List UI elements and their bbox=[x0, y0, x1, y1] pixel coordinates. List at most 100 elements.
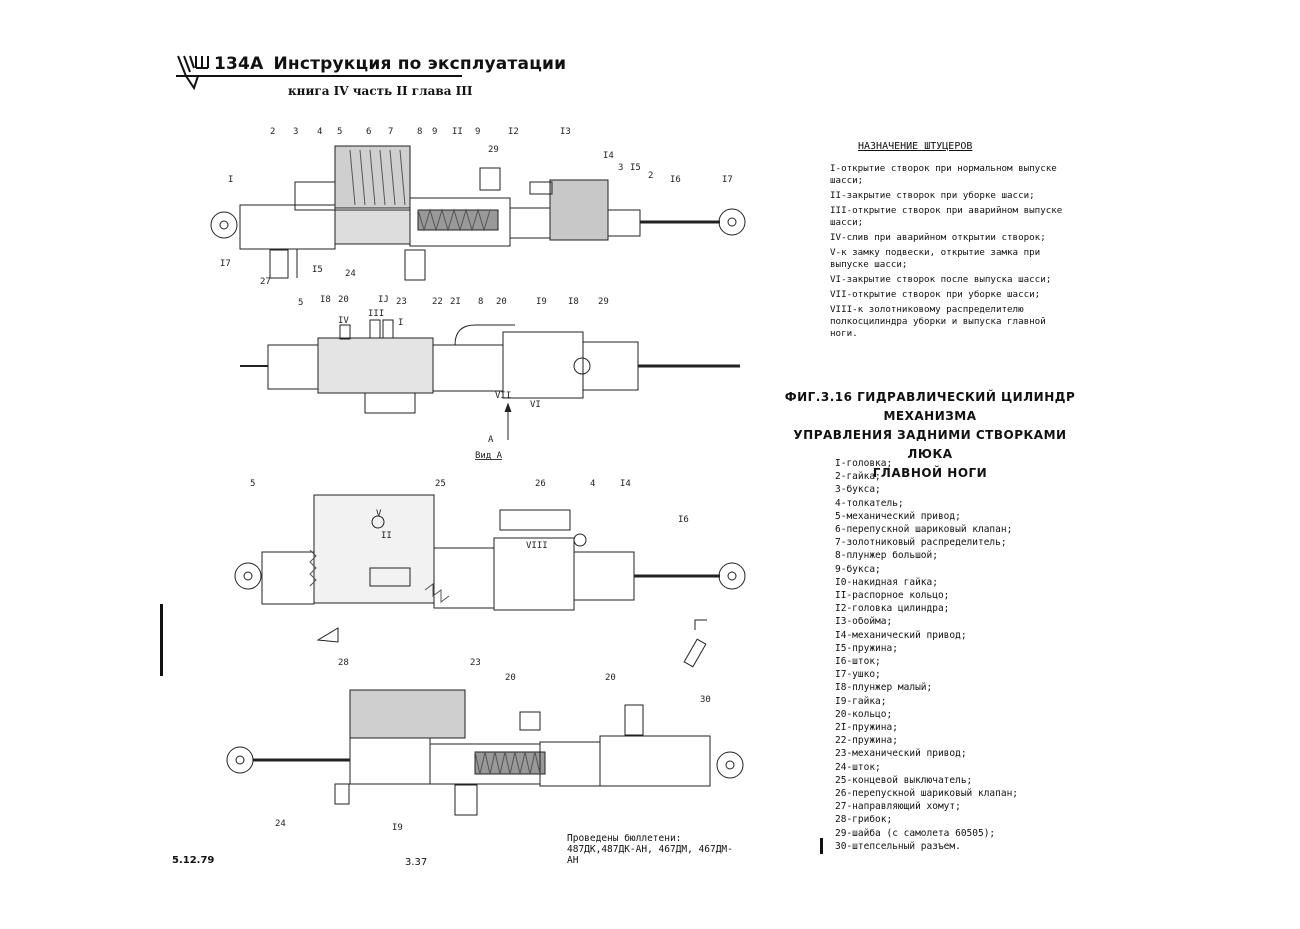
bulletin-note: Проведены бюллетени: 487ДК,487ДК-АН, 467… bbox=[567, 833, 733, 866]
svg-text:I4: I4 bbox=[603, 151, 614, 161]
fitting-item: II-закрытие створок при уборке шасси; bbox=[830, 190, 1035, 201]
manual-title: Инструкция по эксплуатации bbox=[273, 54, 567, 74]
part-item: I8-плунжер малый; bbox=[835, 682, 933, 694]
fitting-item: VIII-к золотниковому распределителю полк… bbox=[830, 304, 1052, 339]
parts-list: I-головка; 2-гайка; 3-букса; 4-толкатель… bbox=[835, 457, 1095, 853]
svg-text:4: 4 bbox=[590, 479, 595, 489]
svg-text:23: 23 bbox=[470, 658, 481, 668]
svg-text:24: 24 bbox=[345, 269, 356, 279]
svg-text:4: 4 bbox=[317, 127, 322, 137]
figure-caption-line: ГЛАВНОЙ НОГИ bbox=[872, 466, 988, 480]
part-item: 2-гайка; bbox=[835, 471, 881, 483]
part-item: 22-пружина; bbox=[835, 735, 898, 747]
svg-text:26: 26 bbox=[535, 479, 546, 489]
svg-text:20: 20 bbox=[496, 297, 507, 307]
figure-caption-line: УПРАВЛЕНИЯ ЗАДНИМИ СТВОРКАМИ ЛЮКА bbox=[793, 428, 1067, 461]
fitting-item: I-открытие створок при нормальном выпуск… bbox=[830, 163, 1063, 186]
part-item: 9-букса; bbox=[835, 563, 881, 575]
svg-text:5: 5 bbox=[298, 298, 303, 308]
svg-text:3: 3 bbox=[293, 127, 298, 137]
svg-text:I2: I2 bbox=[508, 127, 519, 137]
svg-text:I: I bbox=[228, 175, 233, 185]
svg-text:VIII: VIII bbox=[526, 541, 548, 551]
page-number: 3.37 bbox=[405, 857, 428, 868]
part-item: 26-перепускной шариковый клапан; bbox=[835, 788, 1019, 800]
svg-text:IV: IV bbox=[338, 316, 349, 326]
svg-text:I5: I5 bbox=[630, 163, 641, 173]
part-item: 6-перепускной шариковый клапан; bbox=[835, 524, 1013, 536]
svg-text:6: 6 bbox=[366, 127, 371, 137]
svg-text:23: 23 bbox=[396, 297, 407, 307]
part-item: 3-букса; bbox=[835, 484, 881, 496]
fitting-item: V-к замку подвески, открытие замка при в… bbox=[830, 247, 1046, 270]
figure-caption-line: ФИГ.3.16 ГИДРАВЛИЧЕСКИЙ ЦИЛИНДР МЕХАНИЗМ… bbox=[784, 390, 1076, 423]
svg-text:2I: 2I bbox=[450, 297, 461, 307]
aircraft-model: 134А bbox=[214, 54, 264, 74]
svg-text:28: 28 bbox=[338, 658, 349, 668]
part-item: I0-накидная гайка; bbox=[835, 576, 938, 588]
part-item: 29-шайба (с самолета 60505); bbox=[835, 827, 996, 839]
svg-text:27: 27 bbox=[260, 277, 271, 287]
svg-text:VI: VI bbox=[530, 400, 541, 410]
svg-text:24: 24 bbox=[275, 819, 286, 829]
part-item: I3-обойма; bbox=[835, 616, 893, 628]
svg-text:I4: I4 bbox=[620, 479, 631, 489]
fitting-item: VI-закрытие створок после выпуска шасси; bbox=[830, 274, 1052, 285]
fittings-list: I-открытие створок при нормальном выпуск… bbox=[830, 163, 1070, 343]
svg-text:2: 2 bbox=[648, 171, 653, 181]
document-title: 134А Инструкция по эксплуатации bbox=[214, 54, 566, 74]
svg-text:3: 3 bbox=[618, 163, 623, 173]
svg-text:5: 5 bbox=[250, 479, 255, 489]
svg-text:III: III bbox=[368, 309, 384, 319]
svg-text:IJ: IJ bbox=[378, 295, 389, 305]
svg-text:8: 8 bbox=[417, 127, 422, 137]
part-item: 8-плунжер большой; bbox=[835, 550, 938, 562]
part-item: 2I-пружина; bbox=[835, 722, 898, 734]
part-item: 4-толкатель; bbox=[835, 497, 904, 509]
svg-text:I6: I6 bbox=[670, 175, 681, 185]
svg-text:II: II bbox=[452, 127, 463, 137]
svg-text:9: 9 bbox=[432, 127, 437, 137]
part-item: I2-головка цилиндра; bbox=[835, 603, 950, 615]
svg-text:20: 20 bbox=[338, 295, 349, 305]
svg-text:2: 2 bbox=[270, 127, 275, 137]
svg-text:30: 30 bbox=[700, 695, 711, 705]
part-item: 27-направляющий хомут; bbox=[835, 801, 961, 813]
part-item: I6-шток; bbox=[835, 656, 881, 668]
fittings-title: НАЗНАЧЕНИЕ ШТУЦЕРОВ bbox=[858, 141, 973, 152]
svg-text:7: 7 bbox=[388, 127, 393, 137]
fitting-item: III-открытие створок при аварийном выпус… bbox=[830, 205, 1068, 228]
part-item: 25-концевой выключатель; bbox=[835, 774, 973, 786]
footer-date: 5.12.79 bbox=[172, 855, 215, 866]
document-subtitle: книга IV часть II глава III bbox=[288, 84, 473, 98]
svg-text:8: 8 bbox=[478, 297, 483, 307]
revision-bar bbox=[160, 604, 163, 676]
svg-text:25: 25 bbox=[435, 479, 446, 489]
part-item: I9-гайка; bbox=[835, 695, 887, 707]
svg-text:I7: I7 bbox=[722, 175, 733, 185]
svg-text:VII: VII bbox=[495, 391, 511, 401]
part-item: II-распорное кольцо; bbox=[835, 590, 950, 602]
manufacturer-logo bbox=[177, 55, 209, 90]
svg-text:20: 20 bbox=[605, 673, 616, 683]
fitting-item: VII-открытие створок при уборке шасси; bbox=[830, 289, 1041, 300]
svg-text:V: V bbox=[376, 509, 382, 519]
svg-text:20: 20 bbox=[505, 673, 516, 683]
svg-text:I6: I6 bbox=[678, 515, 689, 525]
svg-text:I9: I9 bbox=[536, 297, 547, 307]
svg-text:29: 29 bbox=[598, 297, 609, 307]
svg-text:I7: I7 bbox=[220, 259, 231, 269]
part-item: 23-механический привод; bbox=[835, 748, 967, 760]
revision-bar bbox=[820, 838, 823, 854]
part-item: 30-штепсельный разъем. bbox=[835, 840, 961, 852]
part-item: I7-ушко; bbox=[835, 669, 881, 681]
svg-text:22: 22 bbox=[432, 297, 443, 307]
part-item: 24-шток; bbox=[835, 761, 881, 773]
svg-text:29: 29 bbox=[488, 145, 499, 155]
part-item: I-головка; bbox=[835, 458, 893, 469]
